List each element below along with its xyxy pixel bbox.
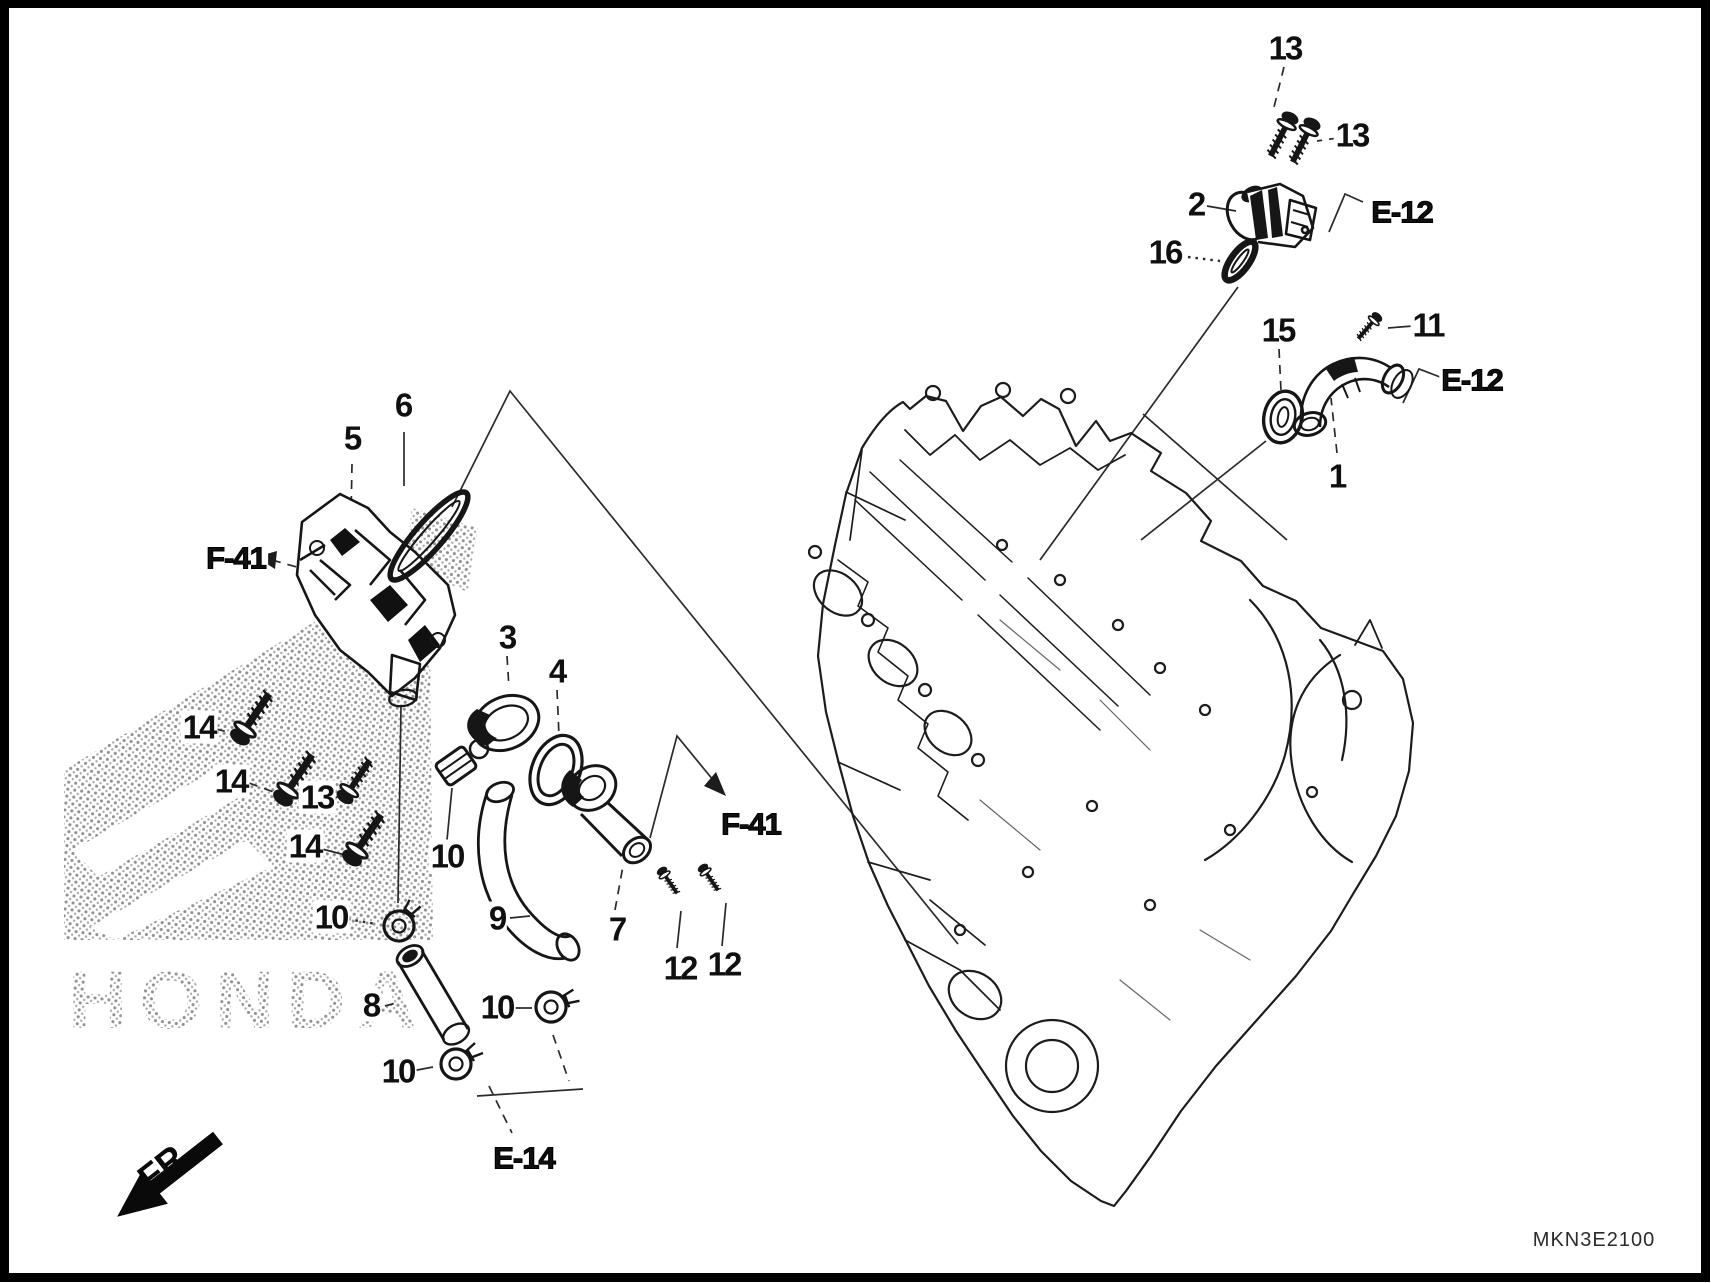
callout-9: 9: [486, 899, 507, 937]
water-pipe-part: [395, 944, 471, 1046]
callout-f-41: F-41: [204, 540, 268, 576]
callout-2: 2: [1185, 185, 1206, 223]
callout-12: 12: [661, 949, 699, 987]
callout-13: 13: [298, 778, 336, 816]
thermostat-cover-part: [295, 492, 457, 708]
water-elbow-part: [1292, 356, 1414, 437]
callout-7: 7: [606, 910, 627, 948]
callout-4: 4: [546, 652, 567, 690]
diagram-code: MKN3E2100: [1533, 1229, 1655, 1251]
callout-12: 12: [705, 945, 743, 983]
callout-1: 1: [1326, 457, 1347, 495]
water-temp-sensor-part: [1225, 182, 1318, 249]
callout-5: 5: [341, 419, 362, 457]
engine-illustration: [807, 381, 1415, 1208]
callout-10: 10: [379, 1052, 417, 1090]
callout-e-12: E-12: [1439, 362, 1505, 398]
callout-14: 14: [180, 708, 218, 746]
callout-10: 10: [428, 837, 466, 875]
callout-e-12: E-12: [1369, 194, 1435, 230]
callout-16: 16: [1146, 233, 1184, 271]
water-joint-part: [561, 764, 652, 865]
callout-f-41: F-41: [719, 806, 783, 842]
callout-6: 6: [392, 386, 413, 424]
leader-lines: [215, 66, 1441, 1134]
callout-e-14: E-14: [491, 1140, 557, 1176]
seal-ring-part: [1261, 389, 1305, 445]
callout-14: 14: [212, 762, 250, 800]
thermostat-part: [467, 693, 541, 760]
hose-clamp-band: [434, 745, 478, 787]
honda-watermark-text: HONDA: [68, 955, 429, 1046]
callout-3: 3: [496, 618, 517, 656]
callout-11: 11: [1410, 306, 1446, 344]
callout-13: 13: [1333, 116, 1371, 154]
gasket-part: [387, 489, 471, 583]
sensor-o-ring-part: [1221, 238, 1259, 284]
callout-10: 10: [478, 988, 516, 1026]
callout-15: 15: [1259, 311, 1297, 349]
callout-10: 10: [312, 898, 350, 936]
callout-8: 8: [360, 986, 381, 1024]
callout-13: 13: [1266, 29, 1304, 67]
callout-14: 14: [286, 827, 324, 865]
